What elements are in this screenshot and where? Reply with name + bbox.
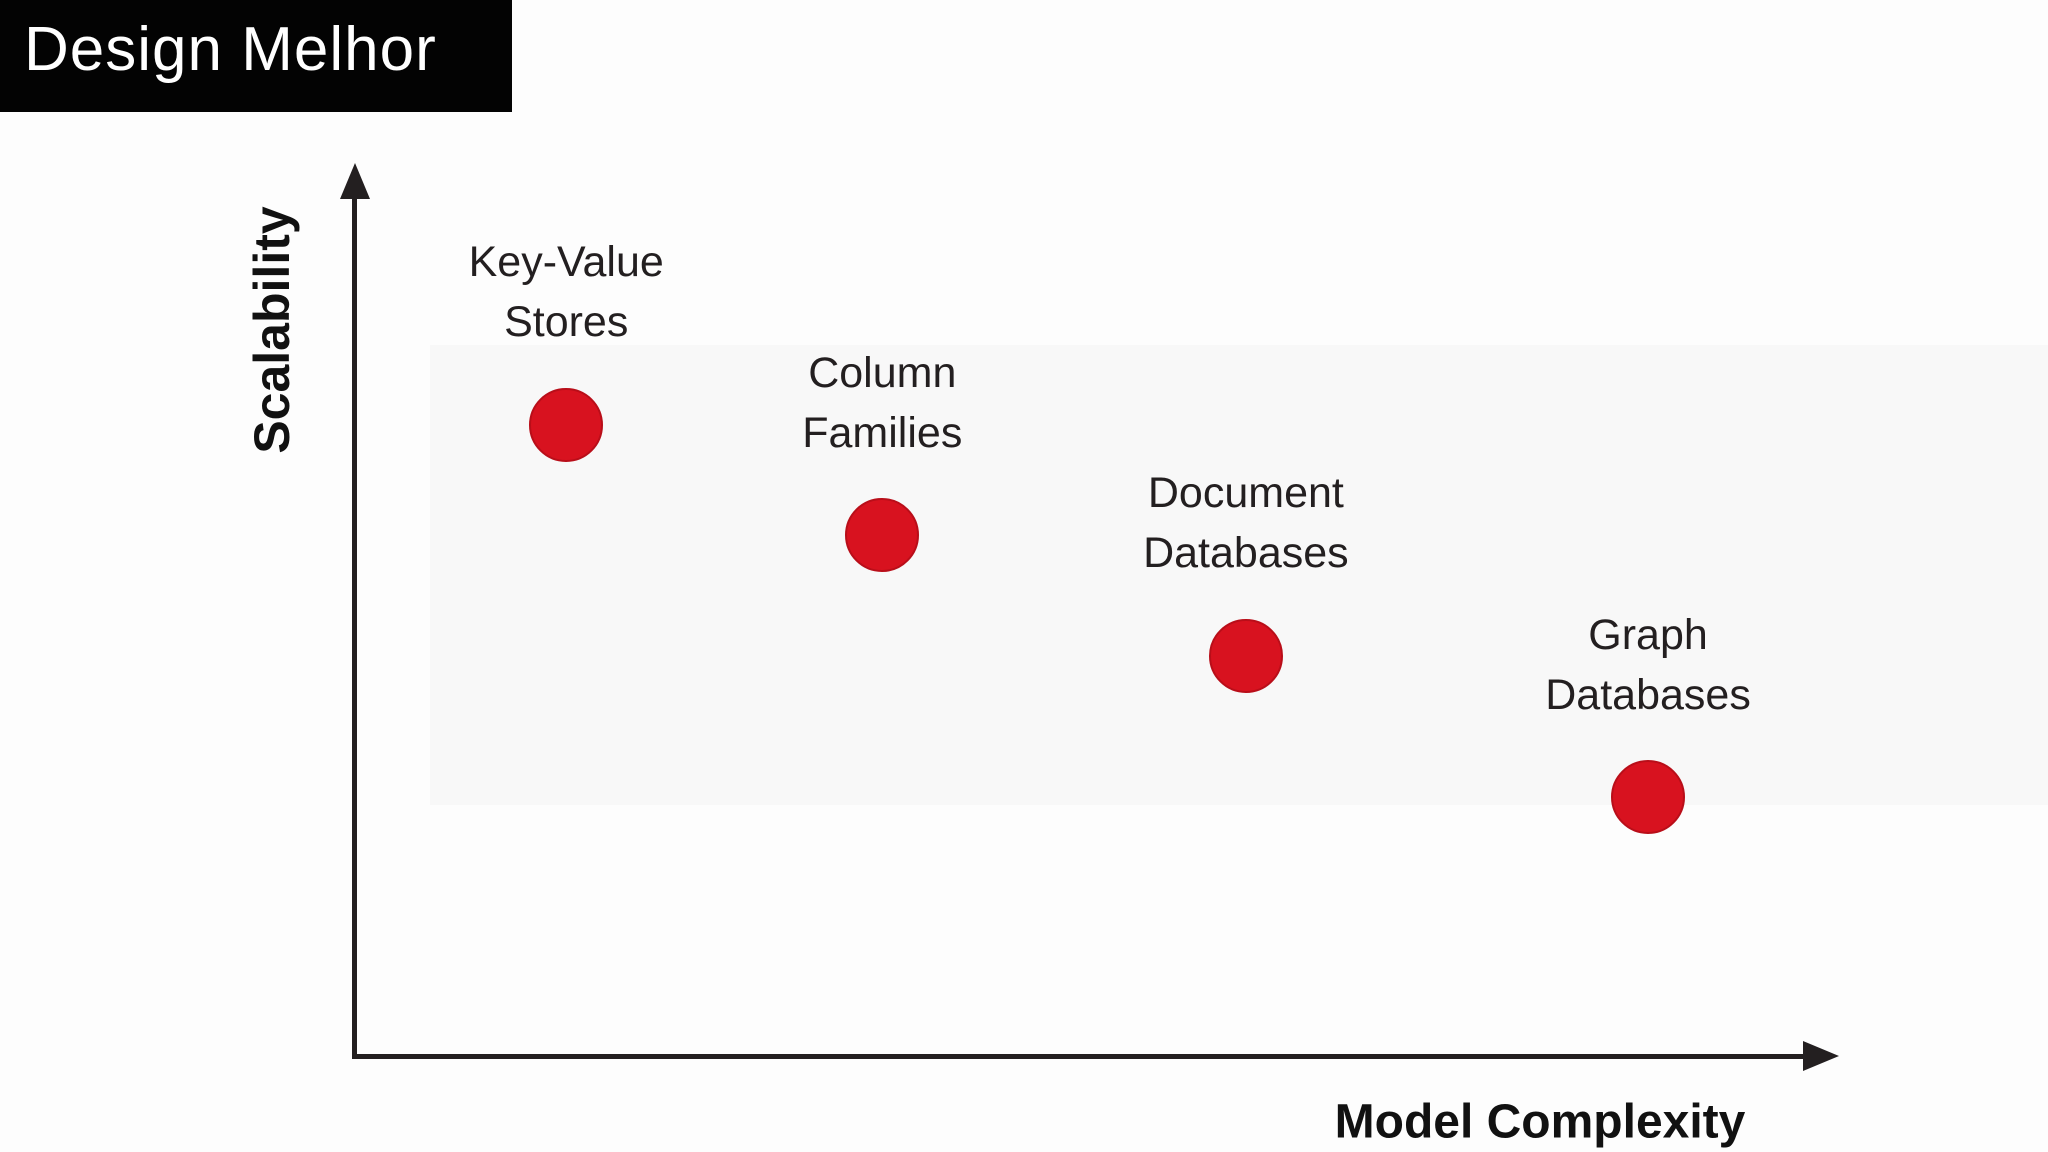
y-axis-title: Scalability bbox=[244, 206, 300, 454]
y-axis-line bbox=[352, 196, 357, 1057]
data-point-dot bbox=[1611, 760, 1686, 835]
data-point-label: Document Databases bbox=[1143, 469, 1349, 578]
x-axis-title: Model Complexity bbox=[1334, 1095, 1746, 1149]
background-band bbox=[430, 345, 2048, 805]
data-point-label: Graph Databases bbox=[1545, 611, 1751, 720]
data-point-label: Key-Value Stores bbox=[468, 238, 664, 347]
x-axis-arrowhead-icon bbox=[1803, 1041, 1839, 1071]
data-point-dot bbox=[1208, 618, 1283, 693]
x-axis-line bbox=[352, 1054, 1807, 1059]
data-point-dot bbox=[529, 387, 604, 462]
data-point-dot bbox=[845, 498, 920, 573]
slide-title-banner: Design Melhor bbox=[0, 0, 512, 112]
data-point-label: Column Families bbox=[802, 348, 963, 457]
y-axis-arrowhead-icon bbox=[340, 163, 370, 199]
